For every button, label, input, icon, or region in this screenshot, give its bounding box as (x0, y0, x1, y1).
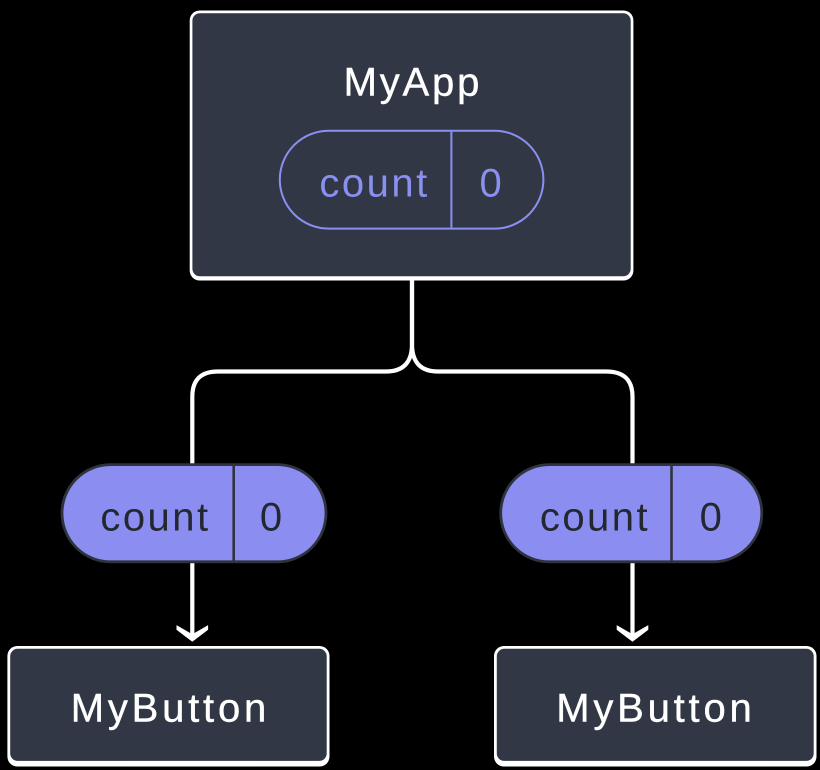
svg-text:count: count (100, 496, 210, 540)
svg-text:0: 0 (479, 162, 501, 206)
svg-text:0: 0 (700, 496, 722, 540)
svg-text:MyButton: MyButton (556, 687, 755, 731)
svg-text:MyButton: MyButton (71, 687, 270, 731)
svg-text:count: count (319, 162, 429, 206)
svg-text:count: count (540, 496, 650, 540)
svg-text:0: 0 (260, 496, 282, 540)
svg-text:MyApp: MyApp (344, 61, 483, 105)
